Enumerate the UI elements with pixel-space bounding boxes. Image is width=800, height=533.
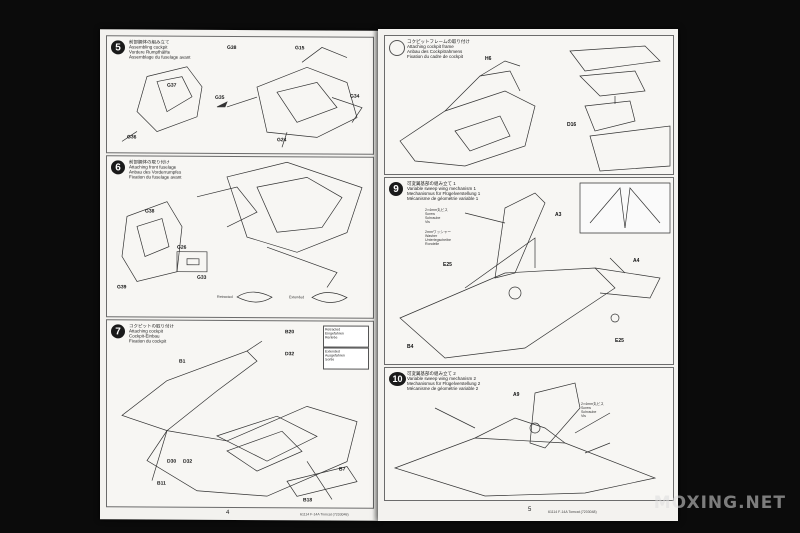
step-9-screw-label: 2×4mm丸ビス Screw Schraube Vis xyxy=(425,208,448,224)
part-label-g35: G35 xyxy=(215,94,225,101)
part-label-d16: D16 xyxy=(567,122,577,128)
step-7-legend-a: Retracted Eingefahren Rentrée xyxy=(323,325,369,348)
part-label-g38-step6: G38 xyxy=(145,208,155,215)
left-page-number: 4 xyxy=(226,509,230,516)
part-label-g34: G34 xyxy=(350,93,360,100)
step-10-drawing xyxy=(393,382,657,497)
part-label-g26: G26 xyxy=(177,244,187,251)
step-6-note-retracted: Retracted xyxy=(217,294,233,299)
step-9-panel: 9 可変翼基部の組み立て 1 Variable sweep wing mecha… xyxy=(384,177,674,365)
step-7-drawing xyxy=(121,340,358,500)
part-label-b18: B18 xyxy=(303,497,313,504)
left-page: 5 前部胴体の組み立て Assembling cockpit Vordere R… xyxy=(100,29,378,521)
part-label-g15: G15 xyxy=(295,45,305,52)
part-label-b11: B11 xyxy=(157,480,166,487)
part-label-h6: H6 xyxy=(485,56,492,62)
part-label-b1: B1 xyxy=(179,358,186,365)
part-label-e25-left: E25 xyxy=(443,262,452,268)
part-label-d32-top: D32 xyxy=(285,351,295,358)
step-10-panel: 10 可変翼基部の組み立て 2 Variable sweep wing mech… xyxy=(384,367,674,501)
step-10-number: 10 xyxy=(389,372,406,386)
step-9-number: 9 xyxy=(389,182,403,196)
part-label-g39: G39 xyxy=(117,284,127,291)
step-6-panel: 6 前部胴体の取り付け Attaching front fuselage Anb… xyxy=(106,155,374,319)
step-7-legend-b: Extended Ausgefahren Sortie xyxy=(323,347,369,370)
right-page: コクピットフレームの取り付け Attaching cockpit frame A… xyxy=(378,29,678,521)
part-label-a4: A4 xyxy=(633,258,640,264)
step-6-note-extended: Extended xyxy=(289,295,305,300)
legend-a-text: Retracted Eingefahren Rentrée xyxy=(325,327,344,340)
part-label-g38: G38 xyxy=(227,44,237,51)
part-label-b7: B7 xyxy=(339,466,346,473)
step-8-number xyxy=(389,40,405,56)
right-page-footer: 61114 F-14A Tomcat (7203048) xyxy=(548,510,597,514)
step-8-title: コクピットフレームの取り付け Attaching cockpit frame A… xyxy=(407,39,470,59)
right-page-number: 5 xyxy=(528,507,532,513)
part-label-b20: B20 xyxy=(285,329,295,336)
part-label-g37: G37 xyxy=(167,82,177,89)
legend-b-text: Extended Ausgefahren Sortie xyxy=(325,349,345,362)
part-label-d32: D32 xyxy=(183,458,193,465)
step-7-panel: 7 コクピットの取り付け Attaching cockpit Cockpit-E… xyxy=(106,319,374,509)
part-label-g36: G36 xyxy=(127,134,137,141)
step-9-washer-label: 2mmワッシャー Washer Unterlegscheibe Rondelle xyxy=(425,230,451,246)
part-label-d30: D30 xyxy=(167,458,177,465)
part-label-e25-right: E25 xyxy=(615,338,624,344)
watermark-logo: MOXING.NET xyxy=(653,493,786,513)
part-label-b4: B4 xyxy=(407,344,414,350)
step-10-screw-label: 2×4mm丸ビス Screw Schraube Vis xyxy=(581,402,604,418)
part-label-a9: A9 xyxy=(513,392,520,398)
step-8-panel: コクピットフレームの取り付け Attaching cockpit frame A… xyxy=(384,35,674,175)
part-label-g24: G24 xyxy=(277,137,287,144)
step-10-title: 可変翼基部の組み立て 2 Variable sweep wing mechani… xyxy=(407,371,481,391)
step-9-drawing xyxy=(399,182,671,359)
step-9-title: 可変翼基部の組み立て 1 Variable sweep wing mechani… xyxy=(407,181,481,201)
left-page-footer: 61114 F-14A Tomcat (7203048) xyxy=(300,512,349,517)
step-5-panel: 5 前部胴体の組み立て Assembling cockpit Vordere R… xyxy=(106,35,374,155)
step-5-drawing xyxy=(121,47,363,148)
step-8-drawing xyxy=(399,45,671,172)
step-6-drawing xyxy=(121,161,363,303)
part-label-g33: G33 xyxy=(197,274,207,281)
part-label-a3: A3 xyxy=(555,212,562,218)
